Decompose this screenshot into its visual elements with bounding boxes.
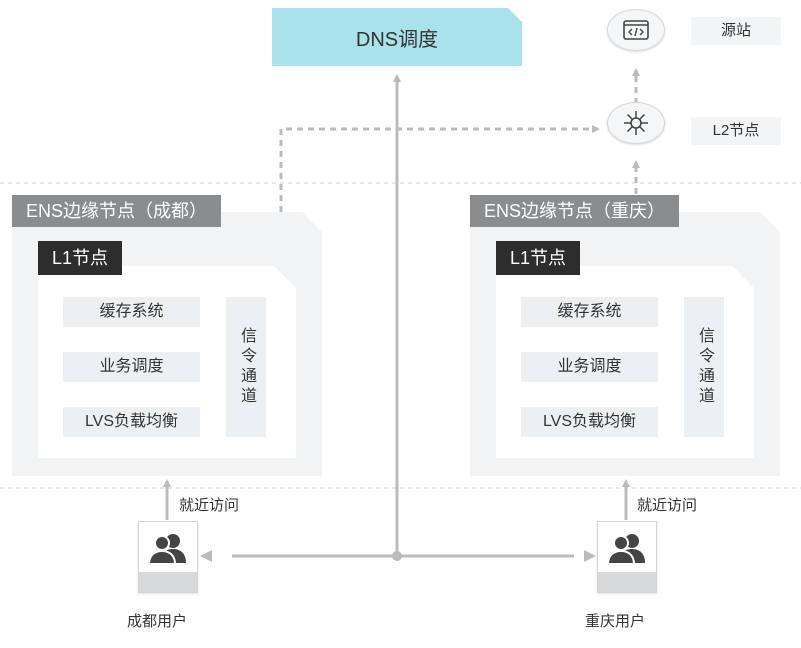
zone-chongqing-title: ENS边缘节点（重庆） xyxy=(470,195,680,227)
dns-scheduler-box: DNS调度 xyxy=(272,8,522,66)
l1-tag-chongqing: L1节点 xyxy=(496,241,581,275)
code-window-icon xyxy=(623,20,649,40)
origin-label-box: 源站 xyxy=(691,17,781,45)
user-chongqing xyxy=(597,521,657,593)
lvs-load-balancing-chongqing: LVS负载均衡 xyxy=(521,407,658,437)
users-icon xyxy=(148,534,186,564)
signal-channel-chongqing: 信令通道 xyxy=(684,297,724,437)
cache-system-chengdu: 缓存系统 xyxy=(63,297,200,327)
signal-channel-chengdu: 信令通道 xyxy=(226,297,266,437)
nearby-access-chongqing: 就近访问 xyxy=(637,497,698,514)
zone-chengdu-title: ENS边缘节点（成都） xyxy=(12,195,222,227)
origin-label: 源站 xyxy=(720,22,751,39)
l2-node xyxy=(607,102,665,144)
business-scheduling-chongqing: 业务调度 xyxy=(521,352,658,382)
users-icon xyxy=(607,534,645,564)
l1-tag-chengdu: L1节点 xyxy=(38,241,123,275)
l2-label: L2节点 xyxy=(712,122,760,139)
user-chengdu xyxy=(138,521,198,593)
hub-icon xyxy=(624,111,648,135)
origin-node xyxy=(607,9,665,51)
dns-label: DNS调度 xyxy=(355,28,439,51)
chengdu-to-l2 xyxy=(279,125,600,212)
cache-system-chongqing: 缓存系统 xyxy=(521,297,658,327)
business-scheduling-chengdu: 业务调度 xyxy=(63,352,200,382)
user-label-chengdu: 成都用户 xyxy=(127,613,188,630)
lvs-load-balancing-chengdu: LVS负载均衡 xyxy=(63,407,200,437)
user-label-chongqing: 重庆用户 xyxy=(585,613,646,630)
nearby-access-chengdu: 就近访问 xyxy=(179,497,240,514)
l2-label-box: L2节点 xyxy=(691,117,781,145)
